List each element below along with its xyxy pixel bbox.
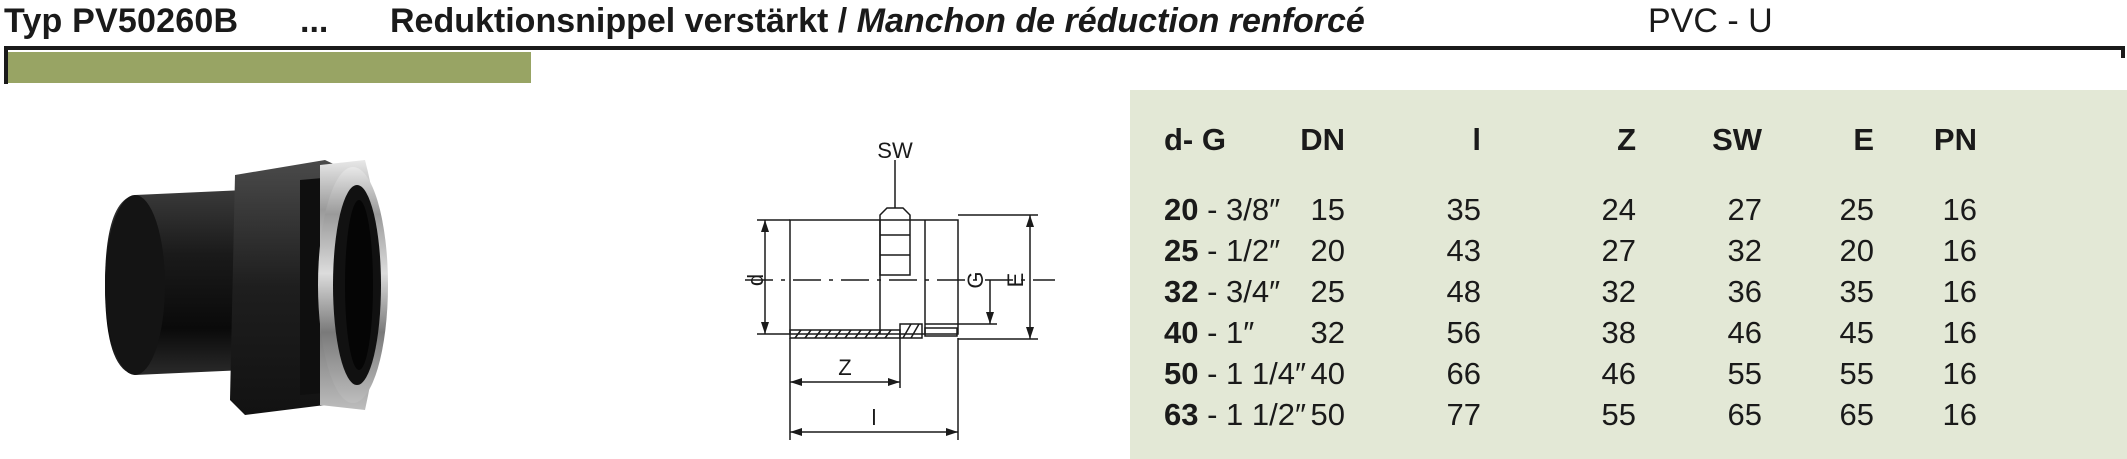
table-row-size: 20 - 3/8″ [1164,192,1280,228]
col-header-sw: SW [1712,122,1762,157]
cell-g: - 3/4″ [1198,274,1281,309]
product-type-code: Typ PV50260B [4,2,239,40]
cell-dn: 20 [1310,233,1345,268]
dimension-drawing: SW d G E Z l [743,138,1055,440]
cell-e: 35 [1839,274,1874,309]
cell-g: - 1″ [1198,315,1255,350]
col-header-d-g: d- G [1164,122,1226,157]
col-header-e: E [1853,122,1874,157]
cell-d: 63 [1164,397,1199,432]
reducing-nipple-illustration [105,160,388,415]
cell-z: 27 [1601,233,1636,268]
cell-l: 66 [1446,356,1481,391]
cell-z: 46 [1601,356,1636,391]
cell-e: 55 [1839,356,1874,391]
cell-dn: 15 [1310,192,1345,227]
cell-dn: 32 [1310,315,1345,350]
table-row-size: 32 - 3/4″ [1164,274,1280,310]
cell-sw: 32 [1727,233,1762,268]
product-photo [95,155,395,420]
technical-drawing: SW d G E Z l [735,138,1065,450]
cell-pn: 16 [1942,192,1977,227]
cell-z: 55 [1601,397,1636,432]
cell-pn: 16 [1942,233,1977,268]
page-header: Typ PV50260B ... Reduktionsnippel verstä… [0,0,2127,46]
accent-bar [8,52,531,83]
label-l: l [872,405,877,430]
cell-l: 77 [1446,397,1481,432]
table-row-size: 50 - 1 1/4″ [1164,356,1306,392]
cell-sw: 36 [1727,274,1762,309]
cell-d: 25 [1164,233,1199,268]
label-g: G [963,271,988,288]
table-row-size: 40 - 1″ [1164,315,1254,351]
header-rule-left-tick [4,46,8,84]
col-header-l: l [1472,122,1481,157]
material-label: PVC - U [1648,2,1773,40]
cell-e: 20 [1839,233,1874,268]
cell-dn: 50 [1310,397,1345,432]
col-header-dn: DN [1300,122,1345,157]
label-z: Z [838,355,851,380]
product-type-ellipsis: ... [300,2,329,40]
dimension-table-panel [1130,90,2127,459]
header-rule-right-tick [2121,46,2125,58]
cell-d: 50 [1164,356,1199,391]
cell-l: 43 [1446,233,1481,268]
cell-sw: 27 [1727,192,1762,227]
cell-sw: 65 [1727,397,1762,432]
cell-z: 38 [1601,315,1636,350]
cell-d: 20 [1164,192,1199,227]
label-e: E [1003,273,1028,288]
cell-dn: 40 [1310,356,1345,391]
cell-z: 24 [1601,192,1636,227]
product-title-fr: Manchon de réduction renforcé [856,2,1365,40]
cell-g: - 1 1/4″ [1198,356,1306,391]
col-header-pn: PN [1933,122,1977,157]
cell-e: 45 [1839,315,1874,350]
cell-l: 56 [1446,315,1481,350]
cell-g: - 1 1/2″ [1198,397,1306,432]
cell-e: 65 [1839,397,1874,432]
cell-sw: 55 [1727,356,1762,391]
cell-pn: 16 [1942,315,1977,350]
cell-z: 32 [1601,274,1636,309]
cell-d: 32 [1164,274,1199,309]
cell-g: - 3/8″ [1198,192,1281,227]
cell-l: 48 [1446,274,1481,309]
cell-e: 25 [1839,192,1874,227]
product-title: Reduktionsnippel verstärkt / Manchon de … [390,2,1365,41]
cell-g: - 1/2″ [1198,233,1281,268]
header-rule [4,46,2125,50]
table-row-size: 63 - 1 1/2″ [1164,397,1306,433]
label-d: d [743,274,768,286]
cell-pn: 16 [1942,356,1977,391]
cell-d: 40 [1164,315,1199,350]
table-row-size: 25 - 1/2″ [1164,233,1280,269]
cell-sw: 46 [1727,315,1762,350]
cell-dn: 25 [1310,274,1345,309]
col-header-z: Z [1617,122,1636,157]
label-sw: SW [877,140,913,163]
cell-l: 35 [1446,192,1481,227]
product-title-de: Reduktionsnippel verstärkt / [390,2,857,40]
cell-pn: 16 [1942,397,1977,432]
cell-pn: 16 [1942,274,1977,309]
